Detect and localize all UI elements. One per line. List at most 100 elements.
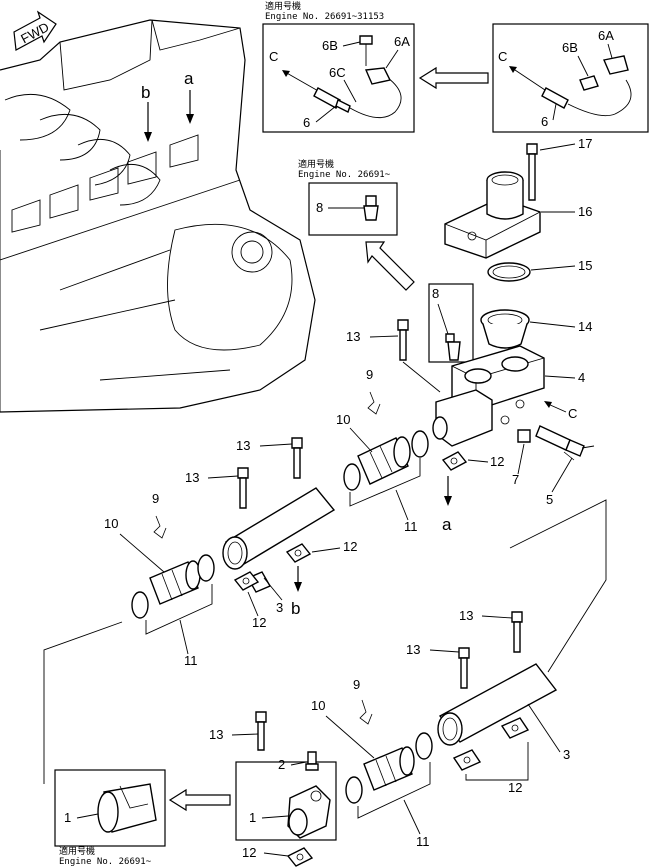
label-7: 7 — [512, 472, 519, 487]
group-bracket-11-upper — [349, 458, 421, 507]
replacement-arrow-icon — [418, 66, 489, 90]
label-c-housing: C — [568, 406, 577, 421]
thermostat-housing-4 — [432, 345, 545, 447]
label-4: 4 — [578, 370, 585, 385]
plug-8-new — [363, 195, 379, 221]
label-10-lower: 10 — [311, 698, 325, 713]
sensor-6-new — [509, 55, 632, 117]
note-bottom-line2: Engine No. 26691~ — [59, 857, 152, 867]
inset-elbow-bracket — [235, 761, 337, 841]
label-6a-old: 6A — [394, 34, 410, 49]
label-9-left: 9 — [152, 491, 159, 506]
bolt-13-mid-right — [291, 437, 303, 479]
leader-right-long — [509, 499, 607, 673]
label-13-lower-left: 13 — [406, 642, 420, 657]
hose-10-lower — [363, 746, 415, 791]
label-6b-old: 6B — [322, 38, 338, 53]
label-12-mid: 12 — [343, 539, 357, 554]
note-top-line1: 適用号機 — [265, 0, 301, 12]
clamp-ring-left-b — [197, 554, 215, 582]
clamp-ring-upper-right — [411, 430, 429, 458]
part-8-bracket — [428, 283, 474, 363]
plug-2 — [305, 751, 319, 771]
label-13-mid-left: 13 — [185, 470, 199, 485]
clip-9-left — [153, 515, 167, 539]
label-13-mid-right: 13 — [236, 438, 250, 453]
label-11-lower: 11 — [416, 834, 430, 849]
label-8-inset: 8 — [316, 200, 323, 215]
note-mid-line1: 適用号機 — [298, 158, 334, 170]
gasket-12-bottom — [286, 847, 314, 867]
bolt-17 — [526, 143, 538, 201]
label-13-bottom: 13 — [209, 727, 223, 742]
label-10-left: 10 — [104, 516, 118, 531]
label-2: 2 — [278, 757, 285, 772]
label-1-bracket: 1 — [249, 810, 256, 825]
label-5: 5 — [546, 492, 553, 507]
bolt-13-lower-right — [511, 611, 523, 653]
sensor-5 — [535, 425, 595, 461]
label-12-upper: 12 — [490, 454, 504, 469]
label-6b-new: 6B — [562, 40, 578, 55]
label-3-lower: 3 — [563, 747, 570, 762]
gasket-12-lower-b — [452, 749, 482, 771]
label-c-new: C — [498, 49, 507, 64]
label-b-bottom: b — [291, 599, 300, 618]
group-bracket-12-lower — [465, 742, 529, 781]
water-pipe-3-lower — [437, 663, 558, 746]
label-a-bottom: a — [442, 515, 452, 534]
fwd-arrow-icon — [13, 10, 57, 51]
clamp-ring-lower-b — [415, 732, 433, 760]
label-12-left: 12 — [252, 615, 266, 630]
inset-part-8 — [308, 182, 398, 236]
label-15: 15 — [578, 258, 592, 273]
water-pipe-3-upper — [222, 487, 336, 593]
group-bracket-11-left — [145, 584, 213, 635]
gasket-12-upper — [441, 451, 468, 471]
label-13-lower-right: 13 — [459, 608, 473, 623]
elbow-1-new — [97, 783, 157, 833]
inset-sensor-old — [262, 23, 415, 133]
label-6-old: 6 — [303, 115, 310, 130]
gasket-12-lower-a — [500, 717, 530, 739]
label-13-upper: 13 — [346, 329, 360, 344]
label-12-bottom: 12 — [242, 845, 256, 860]
label-c-old: C — [269, 49, 278, 64]
thermostat-cover-16 — [444, 171, 541, 259]
label-6-new: 6 — [541, 114, 548, 129]
plug-8 — [445, 333, 461, 361]
engine-block-outline — [0, 19, 316, 413]
label-9-lower: 9 — [353, 677, 360, 692]
label-11-upper: 11 — [404, 519, 418, 534]
label-9-top: 9 — [366, 367, 373, 382]
bolt-13-mid-left — [237, 467, 249, 509]
inset-sensor-new — [492, 23, 649, 133]
elbow-1 — [287, 785, 331, 839]
bolt-13-upper — [397, 319, 409, 361]
clamp-ring-left-a — [131, 591, 149, 619]
inset-elbow-new — [54, 769, 166, 847]
fwd-label: FWD — [18, 19, 51, 46]
clamp-ring-upper-left — [343, 463, 361, 491]
hose-10-left — [149, 560, 201, 605]
label-6a-new: 6A — [598, 28, 614, 43]
bottom-inset-arrow-icon — [168, 788, 231, 812]
label-6c-old: 6C — [329, 65, 346, 80]
note-mid-line2: Engine No. 26691~ — [298, 170, 391, 180]
label-12-lower: 12 — [508, 780, 522, 795]
label-a-top: a — [184, 69, 194, 88]
hose-10-upper — [357, 436, 411, 485]
clamp-ring-lower-a — [345, 776, 363, 804]
bolt-13-lower-left — [458, 647, 470, 689]
group-bracket-11-lower — [357, 762, 431, 819]
gasket-12-mid — [285, 543, 312, 563]
plug-7 — [517, 429, 531, 443]
leader-left-long — [43, 621, 123, 784]
label-8-housing: 8 — [432, 286, 439, 301]
label-17: 17 — [578, 136, 592, 151]
label-11-left: 11 — [184, 653, 198, 668]
label-14: 14 — [578, 319, 592, 334]
label-10-upper: 10 — [336, 412, 350, 427]
